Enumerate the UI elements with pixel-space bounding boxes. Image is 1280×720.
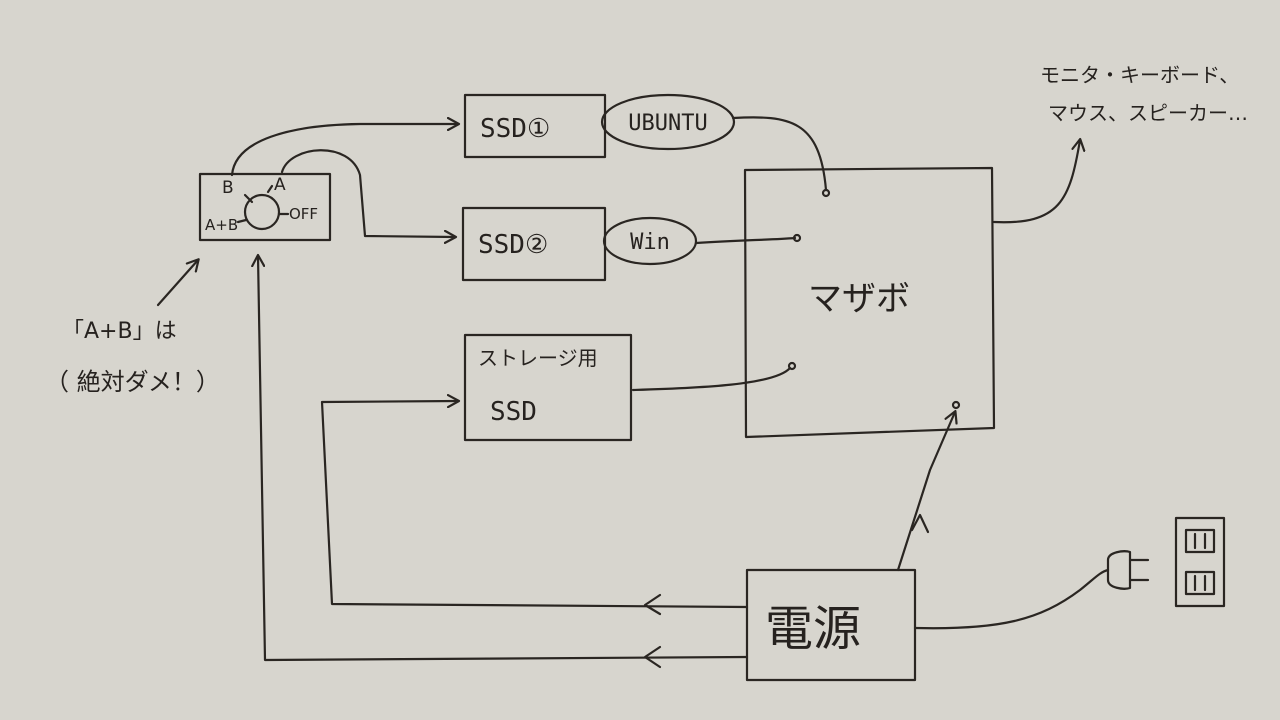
ssd1-box [463, 93, 607, 159]
switch-box [198, 172, 332, 242]
power-supply-box [745, 568, 917, 682]
switch-label-ab: A+B [205, 216, 238, 234]
warning-arrow [156, 260, 198, 307]
motherboard-node: マザボ [743, 166, 996, 439]
storage-ssd-node: ストレージ用 SSD [463, 333, 633, 442]
wire-power-to-switch [258, 256, 749, 662]
switch-label-a: A [274, 175, 286, 195]
peripherals-annotation-line1: モニタ・キーボード、 [1040, 63, 1239, 87]
switch-label-b: B [222, 178, 234, 198]
wire-ubuntu-to-mb [731, 116, 828, 192]
peripherals-annotation-line2: マウス、スピーカー… [1048, 101, 1248, 125]
storage-ssd-box [463, 333, 633, 442]
wire-power-to-plug [913, 568, 1110, 630]
power-supply-label: 電源 [765, 601, 861, 657]
storage-ssd-label-top: ストレージ用 [478, 346, 598, 370]
power-supply-node: 電源 [745, 568, 917, 682]
ubuntu-ellipse [600, 93, 736, 151]
wire-switch-to-ssd1 [230, 124, 458, 177]
wire-storage-to-mb [631, 366, 792, 392]
mb-port-storage [787, 361, 797, 371]
win-label: Win [630, 230, 670, 255]
wire-power-to-storage [320, 401, 749, 609]
win-node: Win [602, 216, 698, 266]
ssd2-node: SSD② [461, 206, 607, 282]
wire-power-to-mb [896, 412, 955, 572]
switch-knob [243, 193, 281, 231]
ubuntu-node: UBUNTU [600, 93, 736, 151]
storage-ssd-label-bottom: SSD [490, 397, 537, 427]
switch-label-off: OFF [289, 205, 318, 223]
ubuntu-label: UBUNTU [628, 111, 707, 136]
wire-win-to-mb [694, 236, 797, 245]
rotary-switch-icon: B A A+B OFF [198, 172, 332, 242]
win-ellipse [602, 216, 698, 266]
warning-annotation-line2: （ 絶対ダメ！） [45, 368, 220, 396]
motherboard-label: マザボ [808, 279, 910, 319]
ssd2-label: SSD② [478, 230, 548, 260]
wall-outlet-icon [1174, 516, 1226, 608]
warning-annotation-line1: 「A+B」は [62, 319, 177, 344]
mb-port-power [951, 400, 961, 410]
ssd1-label: SSD① [480, 114, 550, 144]
motherboard-box [743, 166, 996, 439]
wire-mb-to-peripherals [992, 140, 1080, 224]
plug-icon [1106, 550, 1150, 590]
ssd1-node: SSD① [463, 93, 607, 159]
wire-switch-to-ssd2 [280, 149, 455, 237]
